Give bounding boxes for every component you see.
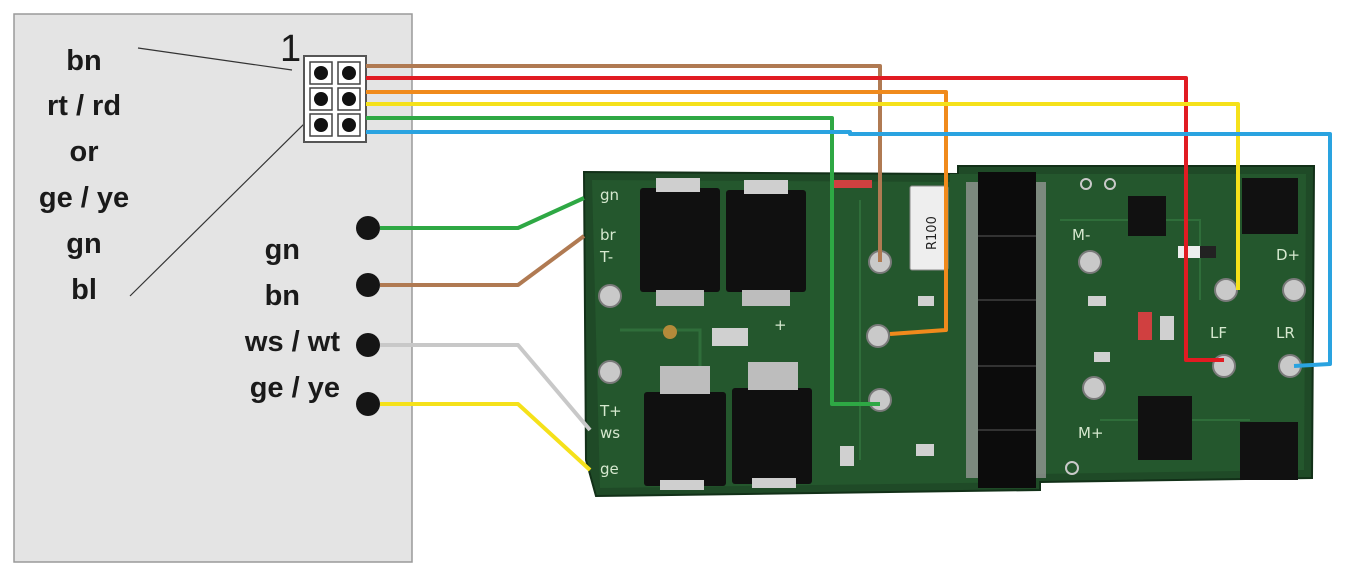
connector-label-or: or: [69, 136, 99, 168]
pad-dot-bn: [356, 273, 380, 297]
pad-wires: [380, 196, 592, 472]
power-transistors: [640, 178, 812, 490]
wire-green-connector: [366, 116, 880, 406]
pcb-label-plus: +: [774, 316, 787, 334]
pad-label-gn: gn: [264, 234, 300, 266]
wire-yellow-pad: [380, 402, 592, 472]
pcb-label-t-minus: T-: [599, 248, 613, 266]
six-pin-connector: [303, 55, 367, 143]
pcb-label-ws: ws: [600, 424, 620, 442]
wire-red: [366, 76, 1224, 362]
wire-brown-pad: [380, 234, 586, 287]
pad-label-bn: bn: [264, 280, 300, 312]
pcb-label-br: br: [600, 226, 617, 244]
pad-label-ge-ye: ge / ye: [249, 372, 340, 404]
wire-orange: [366, 90, 948, 336]
pin-one-marker: 1: [280, 28, 302, 70]
ic-top-right: [1242, 178, 1298, 234]
pcb-label-m-minus: M-: [1072, 226, 1090, 244]
connector-label-bn: bn: [66, 45, 102, 77]
connector-label-ge-ye: ge / ye: [38, 182, 130, 214]
ic-bottom-right: [1240, 422, 1298, 480]
pcb-label-d-plus: D+: [1276, 246, 1300, 264]
connector-label-gn: gn: [66, 228, 102, 260]
wire-green-pad: [380, 196, 585, 230]
pcb-label-lf: LF: [1210, 324, 1227, 342]
decoder-pcb: gn br T- T+ ws ge R100 M- M+ D+ LF LR +: [582, 165, 1316, 498]
wire-yellow-connector: [366, 102, 1240, 290]
wire-brown-connector: [366, 64, 882, 262]
pad-dot-gn: [356, 216, 380, 240]
leader-line-pin1: [137, 47, 293, 71]
pad-dot-ge: [356, 392, 380, 416]
pcb-label-t-plus: T+: [599, 402, 622, 420]
leader-line-bl: [129, 121, 307, 297]
connector-label-bl: bl: [71, 274, 97, 306]
driver-ic-stack: [966, 172, 1046, 488]
pcb-label-m-plus: M+: [1078, 424, 1104, 442]
wire-blue: [366, 130, 1332, 368]
pcb-label-ge: ge: [600, 460, 619, 478]
wire-white-pad: [380, 343, 592, 432]
pad-label-ws-wt: ws / wt: [244, 326, 340, 358]
pcb-label-lr: LR: [1276, 324, 1295, 342]
ic-bottom-mid: [1138, 396, 1192, 460]
connector-wires: [366, 64, 1332, 406]
connector-label-rt-rd: rt / rd: [46, 90, 122, 122]
resistor-marking: R100: [925, 216, 940, 250]
pcb-label-gn: gn: [600, 186, 619, 204]
pad-dot-ws: [356, 333, 380, 357]
